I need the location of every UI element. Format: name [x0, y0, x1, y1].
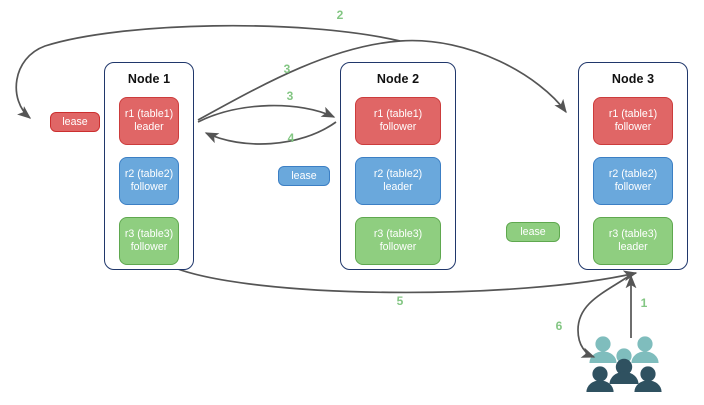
arrow-step-3-to-node2	[197, 104, 336, 123]
node-3-replica-r1-role: follower	[614, 121, 652, 133]
lease-chip-r1-label: lease	[62, 116, 88, 128]
node-2-replica-r3-name: r3 (table3)	[373, 228, 423, 240]
node-3-replica-r2[interactable]: r2 (table2) follower	[593, 157, 673, 205]
users-icon-svg	[586, 336, 662, 392]
lease-chip-r3[interactable]: lease	[506, 222, 560, 242]
step-label-2: 2	[336, 8, 344, 22]
node-1-replica-r2-role: follower	[130, 181, 168, 193]
node-2-replica-r3[interactable]: r3 (table3) follower	[355, 217, 441, 265]
step-label-6: 6	[555, 319, 563, 333]
arrow-step-4	[204, 121, 337, 145]
node-2-replica-r3-role: follower	[379, 241, 417, 253]
users-icon	[586, 334, 662, 392]
node-2-replica-r2[interactable]: r2 (table2) leader	[355, 157, 441, 205]
node-1-replica-r2[interactable]: r2 (table2) follower	[119, 157, 179, 205]
node-3-replica-r2-role: follower	[614, 181, 652, 193]
node-3-replica-r1-name: r1 (table1)	[608, 108, 658, 120]
node-1-replica-r2-name: r2 (table2)	[124, 168, 174, 180]
lease-chip-r2[interactable]: lease	[278, 166, 330, 186]
node-2-replica-r1-role: follower	[379, 121, 417, 133]
node-3-replica-r3-name: r3 (table3)	[608, 228, 658, 240]
node-3-replica-r3-role: leader	[618, 241, 648, 253]
node-1-replica-r3-role: follower	[130, 241, 168, 253]
node-2-container[interactable]: Node 2 r1 (table1) follower r2 (table2) …	[340, 62, 456, 270]
node-1-replica-r1-role: leader	[134, 121, 164, 133]
node-3-replica-r2-name: r2 (table2)	[608, 168, 658, 180]
node-1-replica-r1[interactable]: r1 (table1) leader	[119, 97, 179, 145]
step-label-5: 5	[396, 294, 404, 308]
node-1-replica-r1-name: r1 (table1)	[124, 108, 174, 120]
step-label-4: 4	[287, 131, 295, 145]
node-1-container[interactable]: Node 1 r1 (table1) leader r2 (table2) fo…	[104, 62, 194, 270]
node-2-replica-r1-name: r1 (table1)	[373, 108, 423, 120]
step-label-1: 1	[640, 296, 648, 310]
node-3-replica-r1[interactable]: r1 (table1) follower	[593, 97, 673, 145]
lease-chip-r2-label: lease	[291, 170, 317, 182]
node-1-replica-r3[interactable]: r3 (table3) follower	[119, 217, 179, 265]
node-1-replica-r3-name: r3 (table3)	[124, 228, 174, 240]
node-3-container[interactable]: Node 3 r1 (table1) follower r2 (table2) …	[578, 62, 688, 270]
node-3-title: Node 3	[611, 72, 655, 86]
lease-chip-r1[interactable]: lease	[50, 112, 100, 132]
lease-chip-r3-label: lease	[520, 226, 546, 238]
node-3-replica-r3[interactable]: r3 (table3) leader	[593, 217, 673, 265]
step-label-3a: 3	[283, 62, 291, 76]
node-1-title: Node 1	[127, 72, 171, 86]
node-2-title: Node 2	[376, 72, 420, 86]
node-2-replica-r1[interactable]: r1 (table1) follower	[355, 97, 441, 145]
node-2-replica-r2-role: leader	[383, 181, 413, 193]
step-label-3b: 3	[286, 89, 294, 103]
node-2-replica-r2-name: r2 (table2)	[373, 168, 423, 180]
